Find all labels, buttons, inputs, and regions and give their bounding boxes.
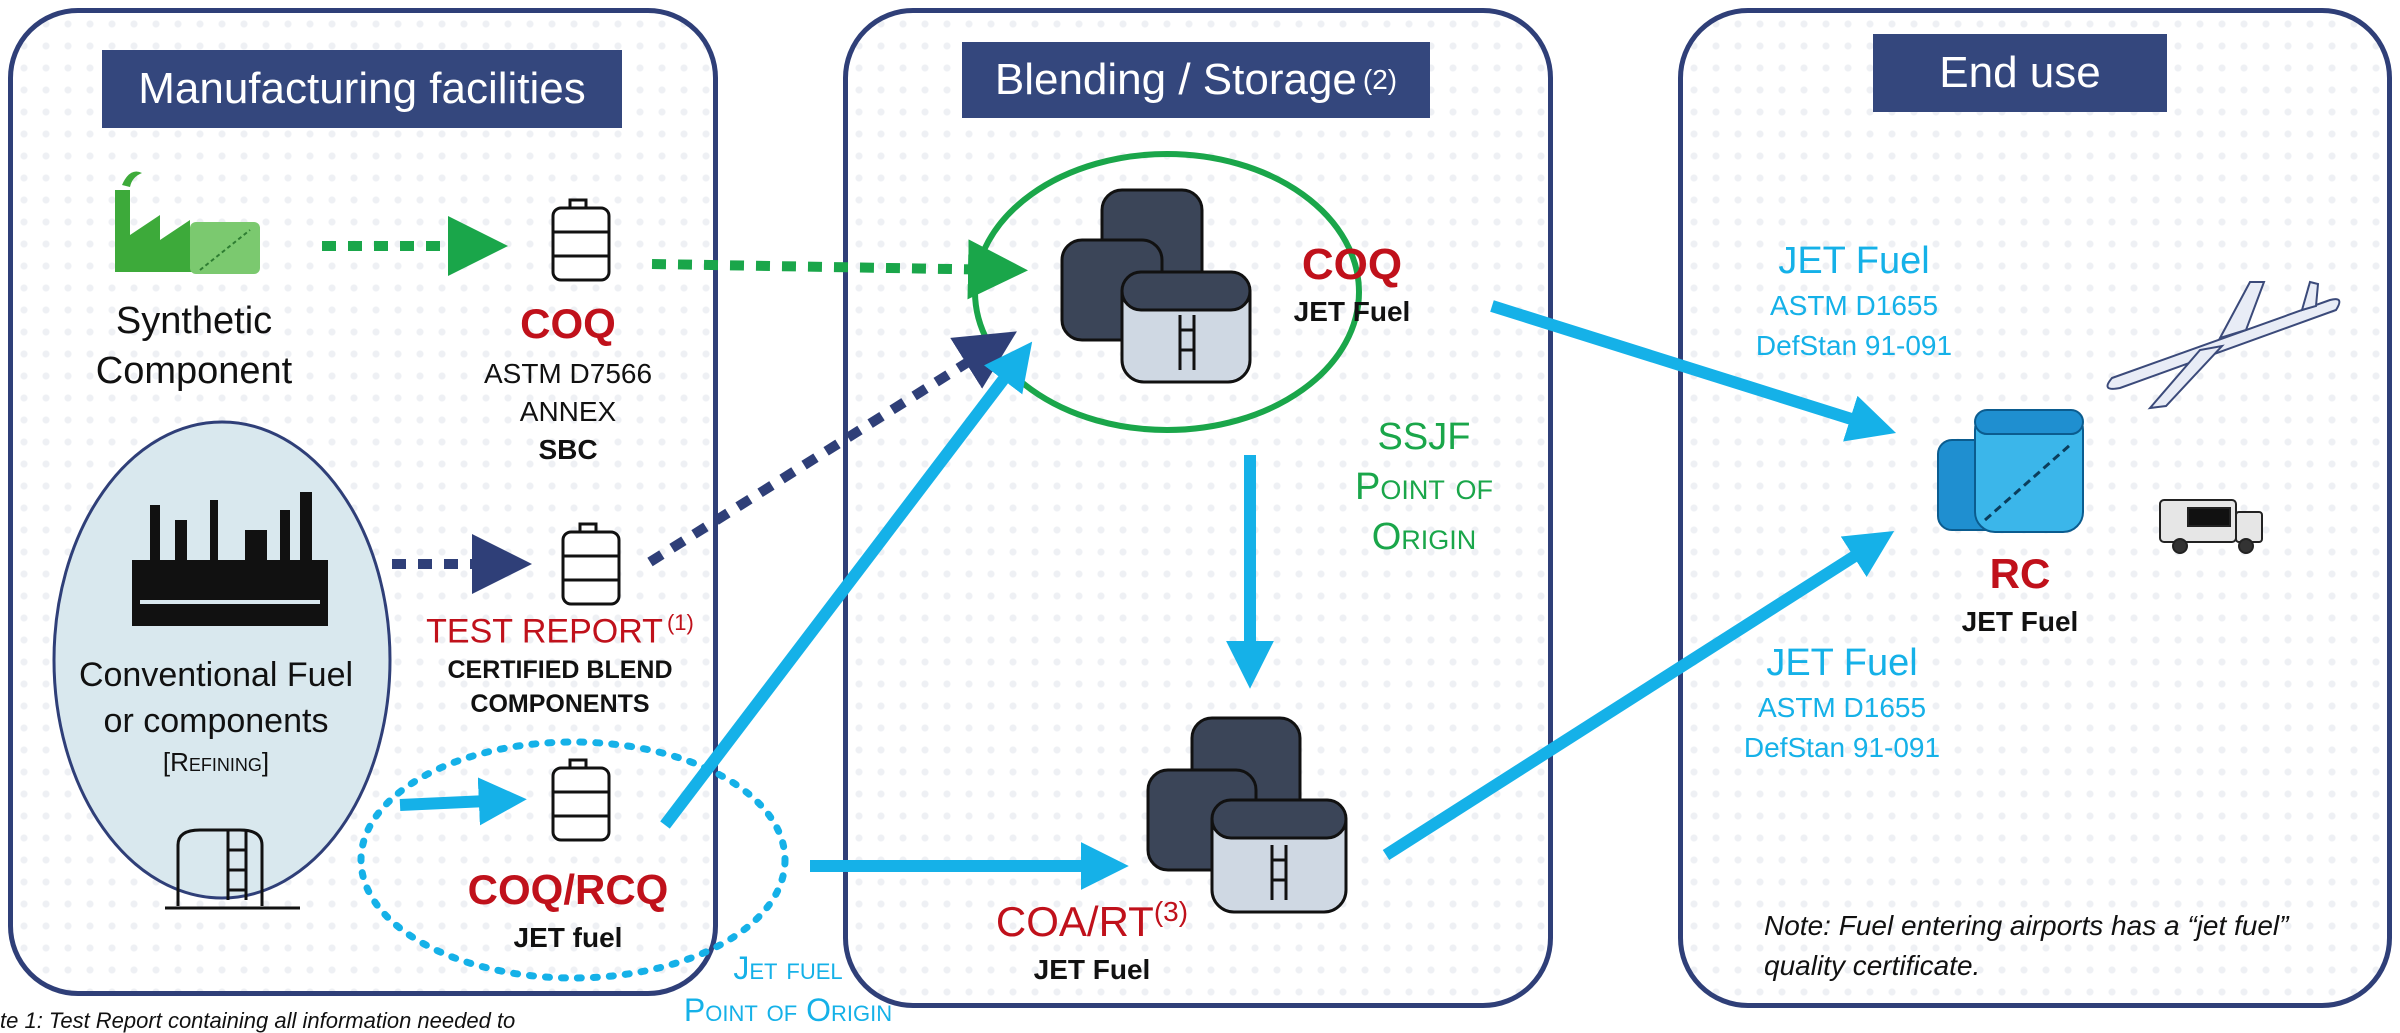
ssjf-line2: Point of (1355, 466, 1493, 508)
storage-tank-icon (165, 828, 300, 910)
footnote-line: te 1: Test Report containing all informa… (0, 1008, 516, 1033)
coq-blend-title: COQ (1301, 240, 1403, 289)
end-use-header-label: End use (1939, 48, 2101, 97)
blending-header: Blending / Storage(2) (962, 42, 1430, 118)
note-line2: quality certificate. (1764, 950, 1981, 981)
jet-fuel-origin-line1: Jet fuel (733, 950, 843, 986)
test-report-title: TEST REPORT(1) (426, 610, 694, 651)
conventional-fuel-line2: or components (103, 702, 329, 740)
jet-fuel-top-line2: DefStan 91-091 (1755, 330, 1953, 361)
coa-rt-sub: JET Fuel (1033, 954, 1151, 985)
coa-rt-title-text: COA/RT (995, 898, 1154, 945)
jet-fuel-top-title: JET Fuel (1778, 240, 1930, 282)
factory-icon (115, 171, 260, 274)
ssjf-line1: SSJF (1377, 416, 1471, 458)
blending-header-label: Blending / Storage (994, 55, 1357, 104)
rc-sub: JET Fuel (1961, 606, 2079, 637)
coq-rcq-sub: JET fuel (513, 922, 623, 953)
refinery-icon (132, 492, 328, 626)
synthetic-label-line2: Component (95, 350, 293, 392)
manufacturing-header-label: Manufacturing facilities (138, 64, 586, 113)
jet-fuel-bottom-title: JET Fuel (1766, 642, 1918, 684)
fuel-truck-icon (2159, 499, 2263, 554)
airplane-icon (2106, 280, 2341, 410)
ssjf-line3: Origin (1371, 516, 1477, 558)
arrow-coa-to-rc (1382, 530, 1895, 861)
coa-rt-footnote: (3) (1153, 896, 1189, 927)
jet-fuel-top-line1: ASTM D1655 (1769, 290, 1939, 321)
test-report-line2: COMPONENTS (470, 690, 650, 718)
test-report-footnote: (1) (666, 610, 694, 635)
tank-cluster-top-icon (1060, 188, 1252, 384)
barrel-icon-coq (551, 198, 611, 282)
arrow-blend-to-rc (1490, 300, 1897, 442)
coq-blend-sub: JET Fuel (1293, 296, 1411, 327)
conventional-fuel-line1: Conventional Fuel (78, 656, 354, 694)
coq-manufacturing-line1: ASTM D7566 (483, 358, 653, 389)
blending-header-footnote: (2) (1362, 64, 1398, 95)
arrow-refinery-to-coq-rcq (399, 777, 527, 826)
arrow-test-report-to-blend (647, 331, 1017, 567)
jet-fuel-bottom-line1: ASTM D1655 (1757, 692, 1927, 723)
test-report-line1: CERTIFIED BLEND (447, 656, 673, 684)
rc-title: RC (1989, 550, 2051, 597)
coa-rt-title: COA/RT(3) (996, 896, 1188, 946)
end-use-header: End use (1873, 34, 2167, 112)
jet-fuel-origin-line2: Point of Origin (683, 992, 893, 1028)
coq-manufacturing-title: COQ (520, 300, 616, 347)
tank-cluster-bottom-icon (1146, 716, 1348, 914)
test-report-title-text: TEST REPORT (426, 612, 663, 651)
coq-manufacturing-line3: SBC (538, 434, 598, 465)
coq-manufacturing-line2: ANNEX (519, 396, 617, 427)
synthetic-label-line1: Synthetic (115, 300, 273, 342)
conventional-fuel-line3: [Refining] (162, 747, 270, 777)
jet-fuel-bottom-line2: DefStan 91-091 (1743, 732, 1941, 763)
jet-fuel-origin-ellipse (357, 738, 789, 982)
note-line1: Note: Fuel entering airports has a “jet … (1764, 910, 2289, 941)
arrow-coq-rcq-to-blend (660, 341, 1033, 829)
arrow-barrel-to-blend (651, 239, 1028, 300)
barrel-icon-coq-rcq (551, 758, 611, 842)
manufacturing-header: Manufacturing facilities (102, 50, 622, 128)
barrel-icon-test-report (561, 522, 621, 606)
rc-tank-icon (1937, 409, 2084, 533)
coq-rcq-title: COQ/RCQ (467, 866, 669, 913)
